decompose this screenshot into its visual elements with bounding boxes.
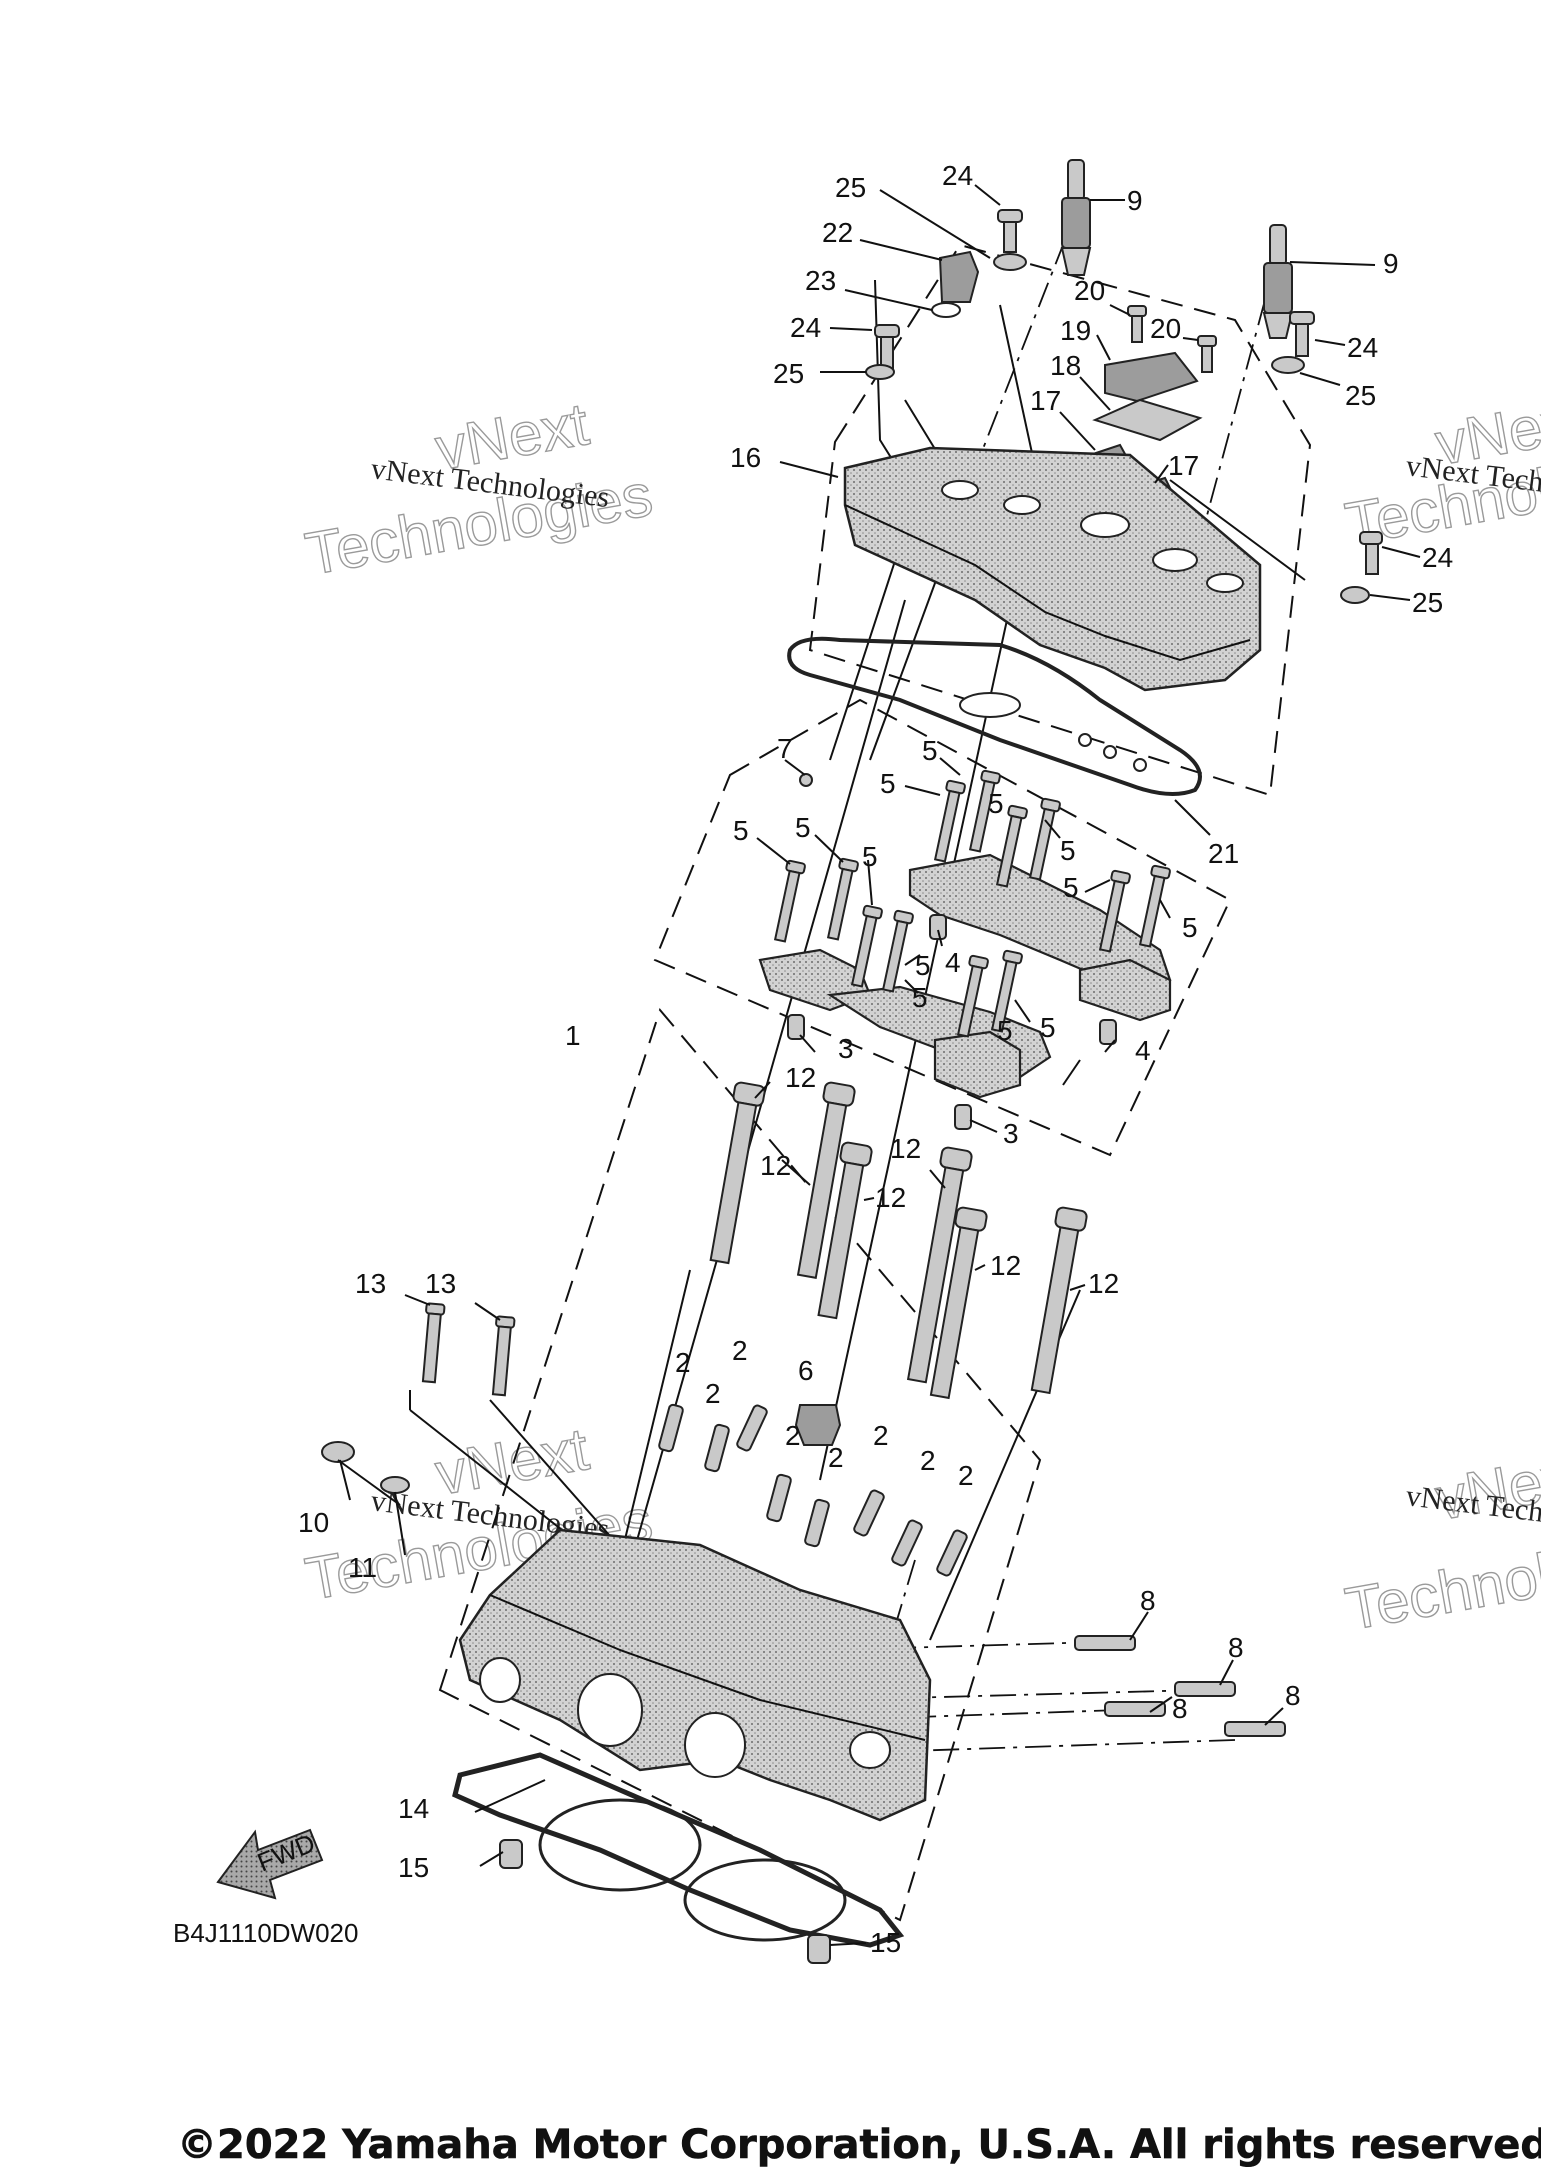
callout-leaders [339, 184, 1421, 1946]
studs-13 [421, 1302, 516, 1397]
callout-5-a: 5 [922, 735, 938, 766]
spark-plug-left [1060, 159, 1092, 276]
callout-5-e: 5 [862, 841, 878, 872]
callout-2-a: 2 [675, 1347, 691, 1378]
callout-9: 9 [1127, 185, 1143, 216]
spark-plug-right [1262, 224, 1294, 339]
callout-5-k: 5 [997, 1015, 1013, 1046]
callout-5-j: 5 [912, 982, 928, 1013]
fwd-arrow-icon: FWD [216, 1828, 324, 1900]
callout-5-i: 5 [1182, 912, 1198, 943]
callout-25: 25 [835, 172, 866, 203]
callout-2-g: 2 [920, 1445, 936, 1476]
valve-cover [843, 446, 1262, 692]
valve-guides [658, 1403, 968, 1577]
callout-24-left: 24 [790, 312, 821, 343]
callout-5-h: 5 [1063, 872, 1079, 903]
callout-8-c: 8 [1172, 1693, 1188, 1724]
cylinder-head [458, 1528, 932, 1822]
callout-21: 21 [1208, 838, 1239, 869]
figure-code: B4J1110DW020 [173, 1918, 358, 1948]
callout-17: 17 [1030, 385, 1061, 416]
callout-4: 4 [945, 947, 961, 978]
callout-5-g: 5 [1060, 835, 1076, 866]
callout-9-right: 9 [1383, 248, 1399, 279]
callout-24-right: 24 [1347, 332, 1378, 363]
callout-12-f: 12 [1088, 1268, 1119, 1299]
studs-8 [1074, 1635, 1286, 1737]
cylinder-head-bolts [709, 1081, 1088, 1400]
callout-25-far-right: 25 [1412, 587, 1443, 618]
callout-24-far-right: 24 [1422, 542, 1453, 573]
callout-12-b: 12 [760, 1150, 791, 1181]
callout-4-right: 4 [1135, 1035, 1151, 1066]
callout-2-d: 2 [785, 1420, 801, 1451]
callout-12-c: 12 [890, 1133, 921, 1164]
callout-8-b: 8 [1228, 1632, 1244, 1663]
callout-6: 6 [798, 1355, 814, 1386]
callout-13: 13 [355, 1268, 386, 1299]
copyright-notice: ©2022 Yamaha Motor Corporation, U.S.A. A… [177, 2122, 1541, 2168]
callout-labels: 9 9 24 25 22 23 24 25 20 20 19 18 17 17 … [298, 160, 1453, 1958]
callout-2-f: 2 [873, 1420, 889, 1451]
valve-cover-gasket [787, 636, 1202, 796]
callout-15-b: 15 [870, 1927, 901, 1958]
callout-5-l: 5 [915, 950, 931, 981]
callout-1: 1 [565, 1020, 581, 1051]
watermark-word-technologies-4: Technologies [1341, 1516, 1541, 1643]
callout-8-a: 8 [1140, 1585, 1156, 1616]
callout-3: 3 [838, 1033, 854, 1064]
callout-20-right: 20 [1150, 313, 1181, 344]
callout-5-c: 5 [733, 815, 749, 846]
callout-14: 14 [398, 1793, 429, 1824]
callout-24: 24 [942, 160, 973, 191]
callout-12-a: 12 [785, 1062, 816, 1093]
callout-2-c: 2 [732, 1335, 748, 1366]
callout-10: 10 [298, 1507, 329, 1538]
camshaft-caps [758, 853, 1172, 1099]
callout-23: 23 [805, 265, 836, 296]
callout-5-f: 5 [988, 788, 1004, 819]
valve-and-seal [321, 1441, 410, 1506]
cam-cap-bolts [773, 769, 1171, 1038]
callout-19: 19 [1060, 315, 1091, 346]
callout-3-lower: 3 [1003, 1118, 1019, 1149]
watermark-group: Technologies vNext vNext Technologies Te… [300, 384, 1541, 1643]
callout-20: 20 [1074, 275, 1105, 306]
head-gasket [452, 1752, 905, 1948]
callout-7: 7 [777, 733, 793, 764]
callout-13-b: 13 [425, 1268, 456, 1299]
callout-22: 22 [822, 217, 853, 248]
callout-12-e: 12 [990, 1250, 1021, 1281]
callout-2-e: 2 [828, 1442, 844, 1473]
callout-15: 15 [398, 1852, 429, 1883]
head-dowels [499, 1839, 831, 1964]
callout-12-d: 12 [875, 1182, 906, 1213]
callout-25-left: 25 [773, 358, 804, 389]
cam-dowels [787, 773, 1117, 1130]
callout-5-b: 5 [880, 768, 896, 799]
callout-25-right: 25 [1345, 380, 1376, 411]
callout-5-d: 5 [795, 812, 811, 843]
callout-2-h: 2 [958, 1460, 974, 1491]
callout-16: 16 [730, 442, 761, 473]
callout-8-d: 8 [1285, 1680, 1301, 1711]
callout-2-b: 2 [705, 1378, 721, 1409]
callout-18: 18 [1050, 350, 1081, 381]
callout-5-m: 5 [1040, 1012, 1056, 1043]
callout-17-right: 17 [1168, 450, 1199, 481]
callout-11: 11 [348, 1552, 377, 1583]
